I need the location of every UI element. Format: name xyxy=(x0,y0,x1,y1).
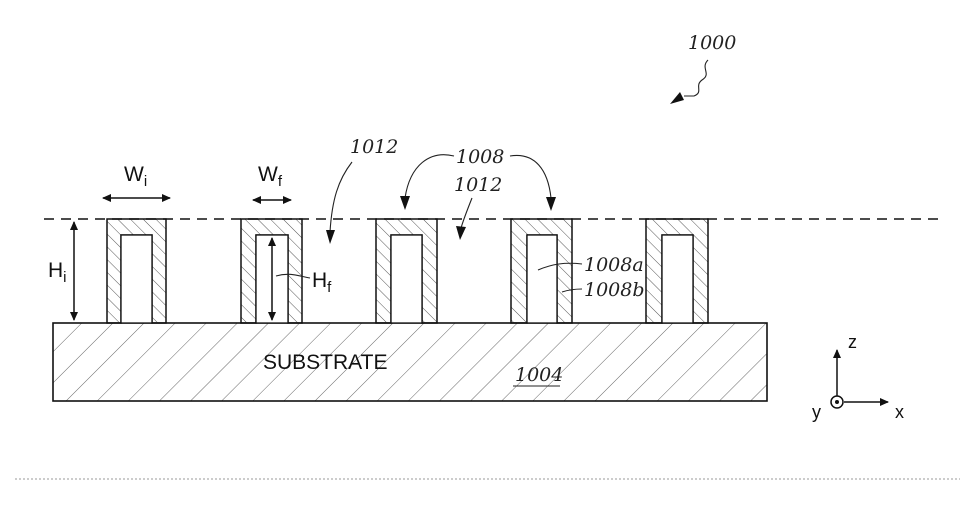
fin-ref-arrowhead-left xyxy=(400,196,410,210)
fin xyxy=(511,219,572,323)
trench-ref-arrowhead xyxy=(326,230,335,244)
fin-core xyxy=(662,235,693,323)
fin-ref-label: 1008 xyxy=(456,146,504,168)
z-axis-label: z xyxy=(848,332,857,352)
fin-ref-arrowhead-right xyxy=(546,197,556,211)
coordinate-axes: z x y xyxy=(812,332,904,422)
fin-inner-ref-label: 1008a xyxy=(584,254,644,276)
trench-ref-leader xyxy=(330,162,352,232)
fin-ref-leader-left xyxy=(405,155,454,198)
trench-ref-label: 1012 xyxy=(350,136,398,158)
initial-height-label: Hi xyxy=(48,259,67,286)
fin xyxy=(376,219,437,323)
substrate-hatch xyxy=(53,323,767,401)
fin-core xyxy=(121,235,152,323)
final-width-label: Wf xyxy=(258,163,283,190)
trench-ref-label-2: 1012 xyxy=(454,174,502,196)
substrate-label: SUBSTRATE xyxy=(263,351,387,374)
fin-outer-ref-label: 1008b xyxy=(584,279,645,301)
figure-ref-label: 1000 xyxy=(688,32,736,54)
trench-ref-leader-2 xyxy=(461,198,472,228)
figure-ref-arrow xyxy=(670,92,684,104)
x-axis-label: x xyxy=(895,402,904,422)
final-height-label: Hf xyxy=(312,269,332,296)
y-axis-symbol-dot xyxy=(835,400,839,404)
fin-core xyxy=(527,235,557,323)
fin-ref-leader-right xyxy=(510,155,551,198)
trench-ref-arrowhead-2 xyxy=(456,226,466,240)
fin-core xyxy=(391,235,422,323)
initial-width-label: Wi xyxy=(124,163,147,190)
substrate-ref-label: 1004 xyxy=(515,364,563,386)
fin xyxy=(646,219,708,323)
fin xyxy=(107,219,166,323)
y-axis-label: y xyxy=(812,402,821,422)
figure-ref-leader xyxy=(684,60,708,96)
